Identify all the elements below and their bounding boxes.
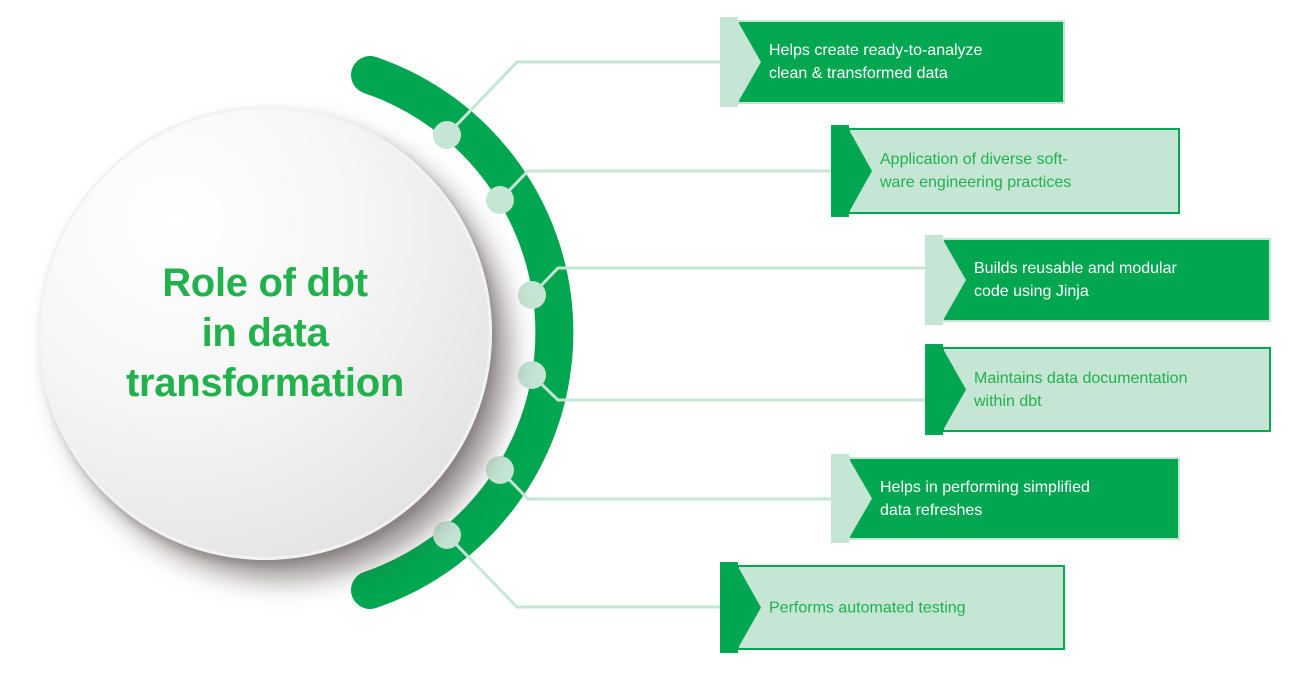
item-text: Helps in performing simplified data refr… [880,476,1168,522]
connector-line-3 [530,266,927,297]
item-text-line: Application of diverse soft- [880,151,1068,168]
box-body [848,128,1180,214]
node-dot-3 [518,281,546,309]
connector-line-2 [498,169,833,202]
hub-title-line: transformation [125,361,405,405]
item-text: Helps create ready-to-analyze clean & tr… [769,39,1053,85]
item-text-line: within dbt [974,392,1042,410]
connector-line-5 [498,468,833,501]
item-text: Maintains data documentation within dbt [974,367,1259,413]
hub-title-line: in data [201,311,329,355]
item-text-line: Maintains data documentation [974,369,1188,387]
box-body [737,565,1065,650]
item-text-line: data refreshes [880,501,983,519]
item-box-4: Maintains data documentation within dbt [925,344,1271,435]
box-body [942,347,1271,432]
item-box-6: Performs automated testing [720,562,1065,653]
box-tab [925,344,943,435]
connector-line-6 [445,533,722,609]
node-dot-6 [433,521,461,549]
item-text: Application of diverse soft- ware engine… [880,148,1168,194]
item-text: Builds reusable and modular code using J… [974,257,1259,303]
item-box-5: Helps in performing simplified data refr… [831,454,1180,543]
node-dot-4 [518,361,546,389]
box-body [942,238,1271,322]
item-text-line: Helps create ready-to-analyze [769,42,983,59]
box-tab [925,235,943,325]
item-text-line: clean & transformed data [769,65,948,82]
item-text-line: Builds reusable and modular [974,260,1177,277]
box-tab [831,125,849,217]
connector-line-1 [445,60,722,137]
box-tab [720,562,738,653]
item-box-2: Application of diverse soft- ware engine… [831,125,1180,217]
item-text: Performs automated testing [769,596,1053,619]
hub-title: Role of dbt in data transformation [38,258,492,408]
item-text-line: code using Jinja [974,283,1089,300]
box-body [848,457,1180,540]
item-box-1: Helps create ready-to-analyze clean & tr… [720,17,1065,107]
node-dot-2 [486,186,514,214]
node-dot-5 [486,456,514,484]
item-text-line: ware engineering practices [880,174,1072,191]
box-body [737,20,1065,104]
item-text-line: Helps in performing simplified [880,478,1090,496]
connector-line-4 [530,373,927,402]
item-box-3: Builds reusable and modular code using J… [925,235,1271,325]
node-dot-1 [433,121,461,149]
box-tab [831,454,849,543]
box-tab [720,17,738,107]
hub-title-line: Role of dbt [162,261,368,305]
item-text-line: Performs automated testing [769,599,966,616]
hub-circle [38,106,492,560]
